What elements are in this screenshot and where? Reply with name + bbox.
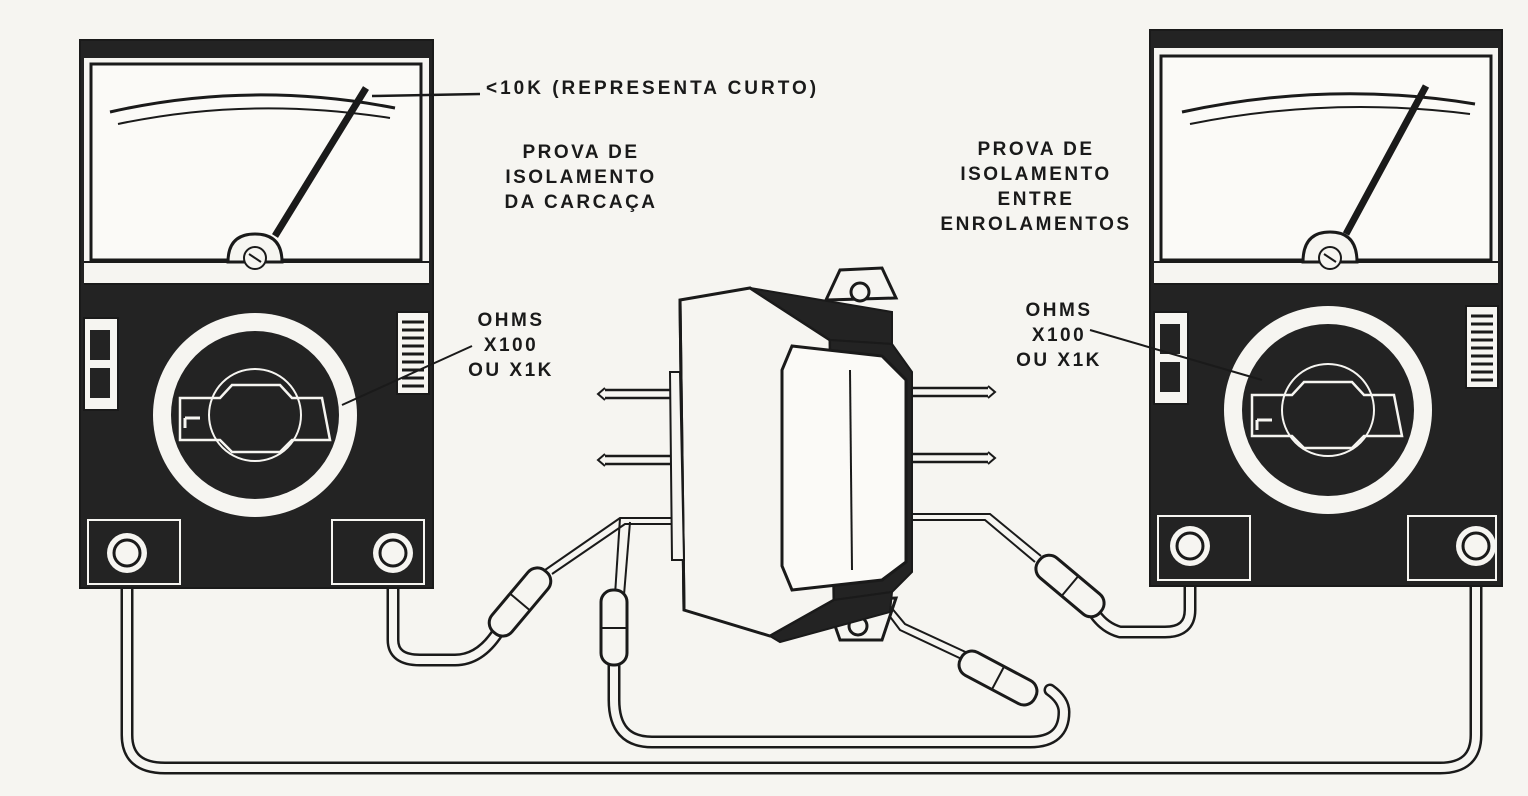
multimeter-left — [79, 39, 481, 589]
probe-center — [599, 588, 629, 667]
probe-right-upper — [1034, 553, 1106, 619]
jack-panel-right — [1407, 515, 1497, 581]
range-label-left: OHMS X100 OU X1K — [446, 308, 576, 383]
range-label-line: X100 — [1031, 325, 1087, 346]
test-label-line: ISOLAMENTO — [505, 167, 657, 188]
transformer — [596, 266, 997, 644]
range-label-line: X100 — [483, 335, 539, 356]
range-pointer-left — [341, 345, 473, 406]
jack-panel-right — [331, 519, 425, 585]
range-label-line: OHMS — [1025, 300, 1093, 321]
meter-window — [1159, 54, 1493, 262]
range-label-right: OHMS X100 OU X1K — [994, 298, 1124, 373]
winding-block — [780, 344, 908, 592]
range-label-line: OU X1K — [468, 360, 554, 381]
test-label-housing-insulation: PROVA DE ISOLAMENTO DA CARCAÇA — [486, 140, 676, 215]
range-selector-knob — [1250, 380, 1404, 450]
range-label-line: OU X1K — [1016, 350, 1102, 371]
meter-needle — [272, 86, 369, 238]
test-label-winding-insulation: PROVA DE ISOLAMENTO ENTRE ENROLAMENTOS — [916, 137, 1156, 237]
meter-scale-arc — [1181, 92, 1476, 114]
meter-needle — [1342, 84, 1430, 236]
range-selector-knob — [178, 383, 332, 454]
multimeter-right — [1089, 29, 1503, 587]
meter-window — [89, 62, 423, 262]
test-label-line: ENTRE — [997, 189, 1075, 210]
test-label-line: PROVA DE — [522, 142, 640, 163]
test-leads — [120, 541, 1483, 775]
range-pointer-right — [1089, 329, 1263, 381]
range-label-line: OHMS — [477, 310, 545, 331]
annotation-pointer — [371, 92, 481, 98]
probe-right-lower — [957, 649, 1039, 707]
test-label-line: PROVA DE — [977, 139, 1095, 160]
test-label-line: ENROLAMENTOS — [940, 214, 1132, 235]
probe-wires — [544, 513, 1042, 663]
jack-panel-left — [87, 519, 181, 585]
test-label-line: DA CARCAÇA — [504, 192, 658, 213]
short-circuit-annotation: <10K (REPRESENTA CURTO) — [486, 78, 820, 99]
probe-left — [487, 566, 553, 638]
test-label-line: ISOLAMENTO — [960, 164, 1112, 185]
jack-panel-left — [1157, 515, 1251, 581]
